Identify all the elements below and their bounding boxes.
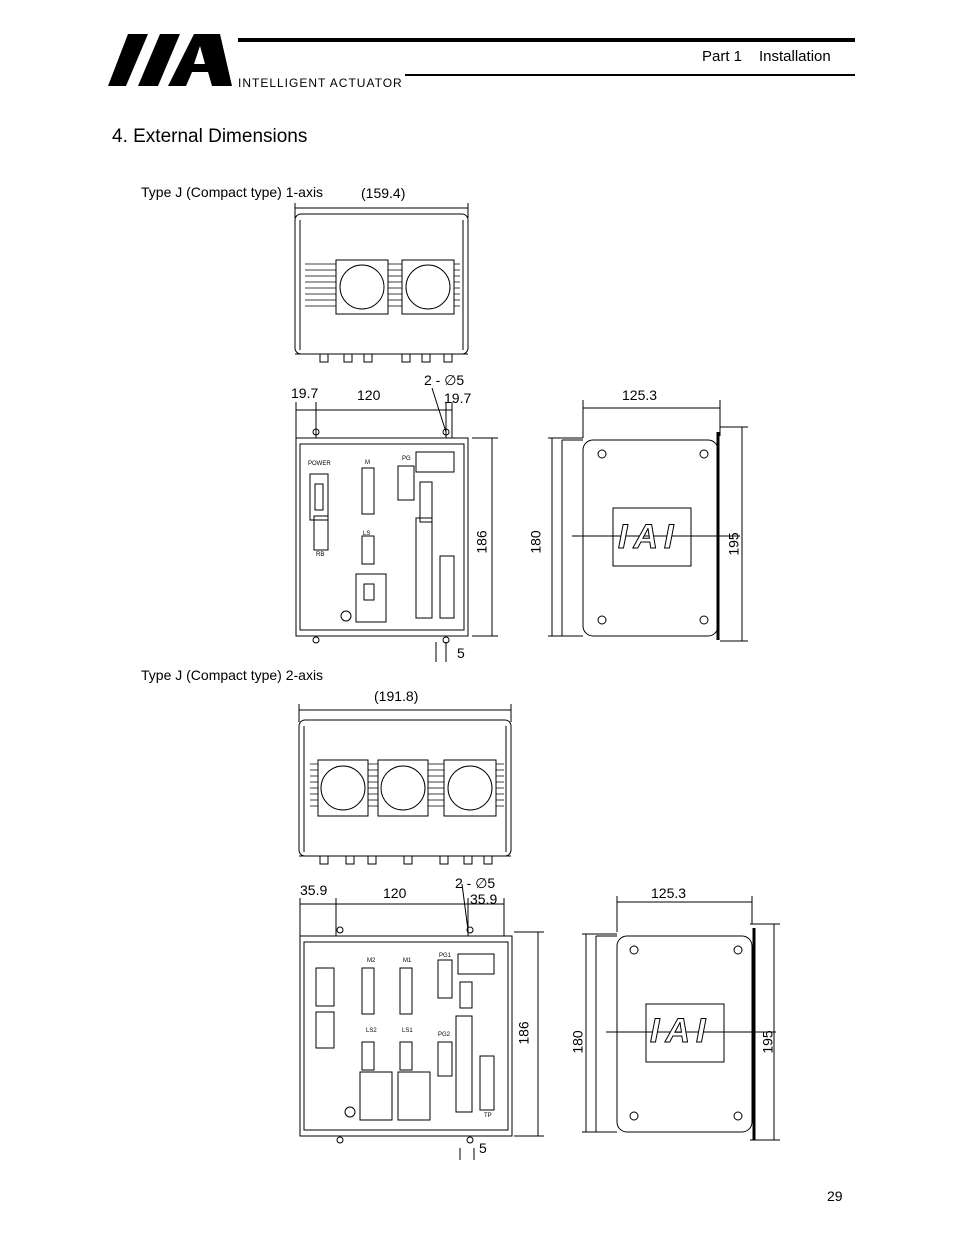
header-rule-thick: [238, 38, 855, 42]
logo-text: INTELLIGENT ACTUATOR: [238, 76, 403, 90]
figure1-height-side-inner: 180: [527, 530, 544, 554]
figure2-height-side-inner: 180: [569, 1030, 586, 1054]
figure2-label-m1: M1: [403, 958, 412, 964]
figure1-foot: 5: [457, 645, 465, 661]
header: INTELLIGENT ACTUATOR Part 1 Installation: [0, 0, 954, 100]
page-title: 4. External Dimensions: [112, 126, 308, 147]
figure1-label-power: POWER: [308, 461, 331, 467]
page-number: 29: [827, 1188, 843, 1204]
header-rule-thin: [405, 74, 855, 76]
figure2-label-pg1: PG1: [439, 953, 452, 959]
figure2-depth: 125.3: [651, 885, 687, 901]
figure2-label-ls2: LS2: [366, 1028, 377, 1034]
figure2-label-pg2: PG2: [438, 1032, 451, 1038]
figure1-label-rb: RB: [316, 552, 325, 558]
figure2-foot: 5: [479, 1140, 487, 1156]
figure1-top-width: (159.4): [361, 185, 406, 201]
figure2-label-tp: TP: [484, 1113, 492, 1119]
figure2-span: 120: [383, 885, 407, 901]
figure2-caption: Type J (Compact type) 2-axis: [141, 667, 324, 683]
figure1-right-margin: 19.7: [444, 390, 472, 406]
figure1-span: 120: [357, 387, 381, 403]
figure2-label-m2: M2: [367, 958, 376, 964]
iai-logo-icon: [108, 34, 232, 86]
figure2-height-front: 186: [515, 1021, 532, 1045]
figure1-height-front: 186: [473, 530, 490, 554]
figure2-side-logo: IAI: [649, 1012, 712, 1051]
figure2-top-width: (191.8): [374, 688, 419, 704]
figure2-left-margin: 35.9: [300, 882, 328, 898]
figure2-holes: 2 - ∅5: [455, 875, 496, 891]
figure1-height-side-outer: 195: [725, 532, 742, 556]
figure1-label-m: M: [365, 460, 370, 466]
header-part: Part 1: [702, 48, 743, 65]
figure1-label-pg: PG: [402, 456, 411, 462]
figure1-caption: Type J (Compact type) 1-axis: [141, 184, 324, 200]
figure1-holes: 2 - ∅5: [424, 372, 465, 388]
figure2-height-side-outer: 195: [759, 1030, 776, 1054]
header-section: Installation: [759, 48, 831, 65]
figure2-drawing: [298, 704, 780, 1160]
figure1-side-logo: IAI: [617, 518, 680, 557]
figure1-label-ls: LS: [363, 531, 371, 537]
figure1-drawing: [294, 203, 748, 662]
figure1-depth: 125.3: [622, 387, 658, 403]
figure2-right-margin: 35.9: [470, 891, 498, 907]
figure2-label-ls1: LS1: [402, 1028, 413, 1034]
figure1-left-margin: 19.7: [291, 385, 319, 401]
